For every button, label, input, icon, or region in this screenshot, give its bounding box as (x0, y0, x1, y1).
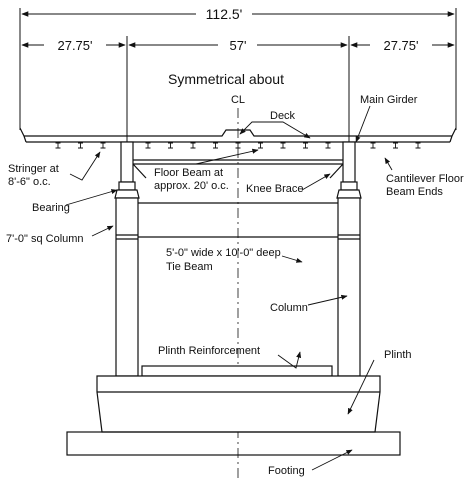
stringer-mark (393, 142, 398, 149)
stringer-mark (235, 142, 241, 149)
stringers (55, 142, 421, 149)
stringer-mark (280, 142, 286, 149)
plinth (96, 365, 381, 433)
component-labels: Deck Main Girder Stringer at 8'-6" o.c. … (6, 94, 464, 477)
stringer-mark (370, 142, 376, 149)
stringer-mark (258, 142, 263, 149)
label-bearing: Bearing (32, 202, 70, 214)
columns (115, 197, 361, 377)
label-cantilever-2: Beam Ends (386, 186, 443, 198)
stringer-mark (415, 142, 421, 149)
label-footing: Footing (268, 465, 305, 477)
label-knee-brace: Knee Brace (246, 183, 303, 195)
label-tie-beam-1: 5'-0" wide x 10'-0" deep (166, 247, 281, 259)
label-floor-beam-1: Floor Beam at (154, 167, 223, 179)
leader-lines (65, 105, 393, 471)
dim-overall: 112.5' (206, 6, 243, 22)
label-tie-beam-2: Tie Beam (166, 261, 213, 273)
footing (66, 431, 401, 456)
label-column-sq: 7'-0" sq Column (6, 233, 84, 245)
label-cantilever-1: Cantilever Floor (386, 173, 464, 185)
label-main-girder: Main Girder (360, 94, 418, 106)
stringer-mark (190, 142, 196, 149)
centerline-symbol: CL (231, 94, 245, 106)
label-plinth-reinforcement: Plinth Reinforcement (158, 345, 260, 357)
label-deck: Deck (270, 110, 296, 122)
label-stringer-1: Stringer at (8, 163, 59, 175)
bearings (114, 181, 362, 199)
stringer-mark (145, 142, 151, 149)
symmetry-note: Symmetrical about (168, 71, 284, 87)
label-column: Column (270, 302, 308, 314)
stringer-mark (303, 142, 308, 149)
stringer-mark (78, 142, 83, 149)
stringer-mark (168, 142, 173, 149)
dimension-labels: 112.5' 27.75' 57' 27.75' (57, 6, 418, 53)
label-stringer-2: 8'-6" o.c. (8, 176, 51, 188)
stringer-mark (213, 142, 218, 149)
deck (19, 127, 457, 143)
dimension-lines (19, 8, 457, 160)
dim-right-span: 27.75' (383, 38, 418, 53)
dim-center-span: 57' (230, 38, 247, 53)
stringer-mark (100, 142, 106, 149)
label-plinth: Plinth (384, 349, 412, 361)
main-girders (120, 141, 356, 183)
label-floor-beam-2: approx. 20' o.c. (154, 180, 229, 192)
stringer-mark (325, 142, 331, 149)
dim-left-span: 27.75' (57, 38, 92, 53)
tie-beam (116, 202, 360, 240)
stringer-mark (55, 142, 61, 149)
